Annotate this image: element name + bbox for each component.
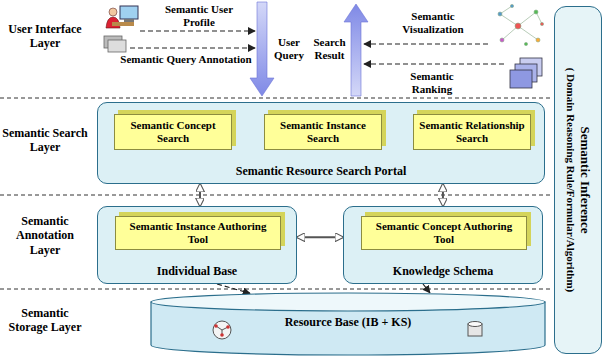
- rotated-text-block: Semantic Inference( Domain Reasoning Rul…: [564, 14, 592, 346]
- database-icon: [468, 322, 482, 337]
- exchange-arrow: [297, 236, 343, 238]
- module-name: Semantic Concept Authoring Tool: [367, 220, 521, 245]
- storage-link: [217, 284, 250, 293]
- layer-separator: [0, 289, 550, 290]
- box-title: Knowledge Schema: [344, 265, 542, 279]
- dashed-arrow: [140, 30, 255, 31]
- portal-box: Semantic Resource Search Portal Semantic …: [97, 102, 545, 184]
- base-box: Knowledge Schema Semantic Concept Authori…: [343, 206, 543, 284]
- dashed-arrow: [130, 47, 255, 48]
- ranked-documents-icon: [510, 58, 542, 88]
- flow-label: Search Result: [309, 36, 350, 62]
- inference-band: Semantic Inference( Domain Reasoning Rul…: [554, 6, 602, 354]
- layer-name: Semantic Storage Layer: [2, 306, 88, 335]
- module-name: Semantic Instance Search: [270, 119, 376, 144]
- module-name: Semantic Concept Search: [120, 119, 226, 144]
- search-module: Semantic Relationship Search: [413, 114, 531, 150]
- exchange-arrow: [442, 184, 444, 206]
- box-title: Individual Base: [98, 265, 296, 279]
- box-title: Semantic Resource Search Portal: [98, 165, 544, 179]
- flow-label: User Query: [270, 36, 308, 62]
- band-title: Semantic Inference: [577, 14, 592, 346]
- layer-separator: [0, 98, 550, 99]
- authoring-tool: Semantic Concept Authoring Tool: [361, 216, 527, 250]
- search-module: Semantic Concept Search: [114, 114, 232, 150]
- authoring-tool: Semantic Instance Authoring Tool: [115, 216, 281, 250]
- storage-name: Resource Base (IB + KS): [150, 316, 546, 330]
- storage-link: [423, 284, 430, 293]
- search-module: Semantic Instance Search: [264, 114, 382, 150]
- layer-separators: [0, 98, 550, 289]
- dashed-arrow: [364, 63, 504, 64]
- graph-icon: [498, 4, 544, 45]
- base-box: Individual Base Semantic Instance Authori…: [97, 206, 297, 284]
- query-arrow: [250, 2, 274, 96]
- document-icon: [104, 36, 126, 52]
- interface-label: Semantic User Profile: [163, 3, 235, 29]
- exchange-arrow: [199, 184, 201, 206]
- module-name: Semantic Instance Authoring Tool: [121, 220, 275, 245]
- dashed-arrow: [364, 43, 488, 44]
- result-arrow: [344, 4, 368, 96]
- layer-name: User Interface Layer: [2, 22, 88, 51]
- cylinder-top: [151, 293, 545, 311]
- user-icon: [106, 6, 138, 28]
- interface-label: Semantic Ranking: [392, 70, 472, 96]
- interface-label: Semantic Query Annotation: [116, 53, 256, 66]
- layer-name: Semantic Search Layer: [2, 126, 88, 155]
- band-subtitle: ( Domain Reasoning Rule/Formular/Algorit…: [564, 14, 577, 346]
- storage-cylinder: Resource Base (IB + KS): [150, 292, 546, 356]
- interface-label: Semantic Visualization: [385, 10, 481, 36]
- layer-name: Semantic Annotation Layer: [2, 214, 88, 257]
- module-name: Semantic Relationship Search: [419, 119, 525, 144]
- layer-separator: [0, 195, 550, 196]
- network-icon: [213, 321, 231, 339]
